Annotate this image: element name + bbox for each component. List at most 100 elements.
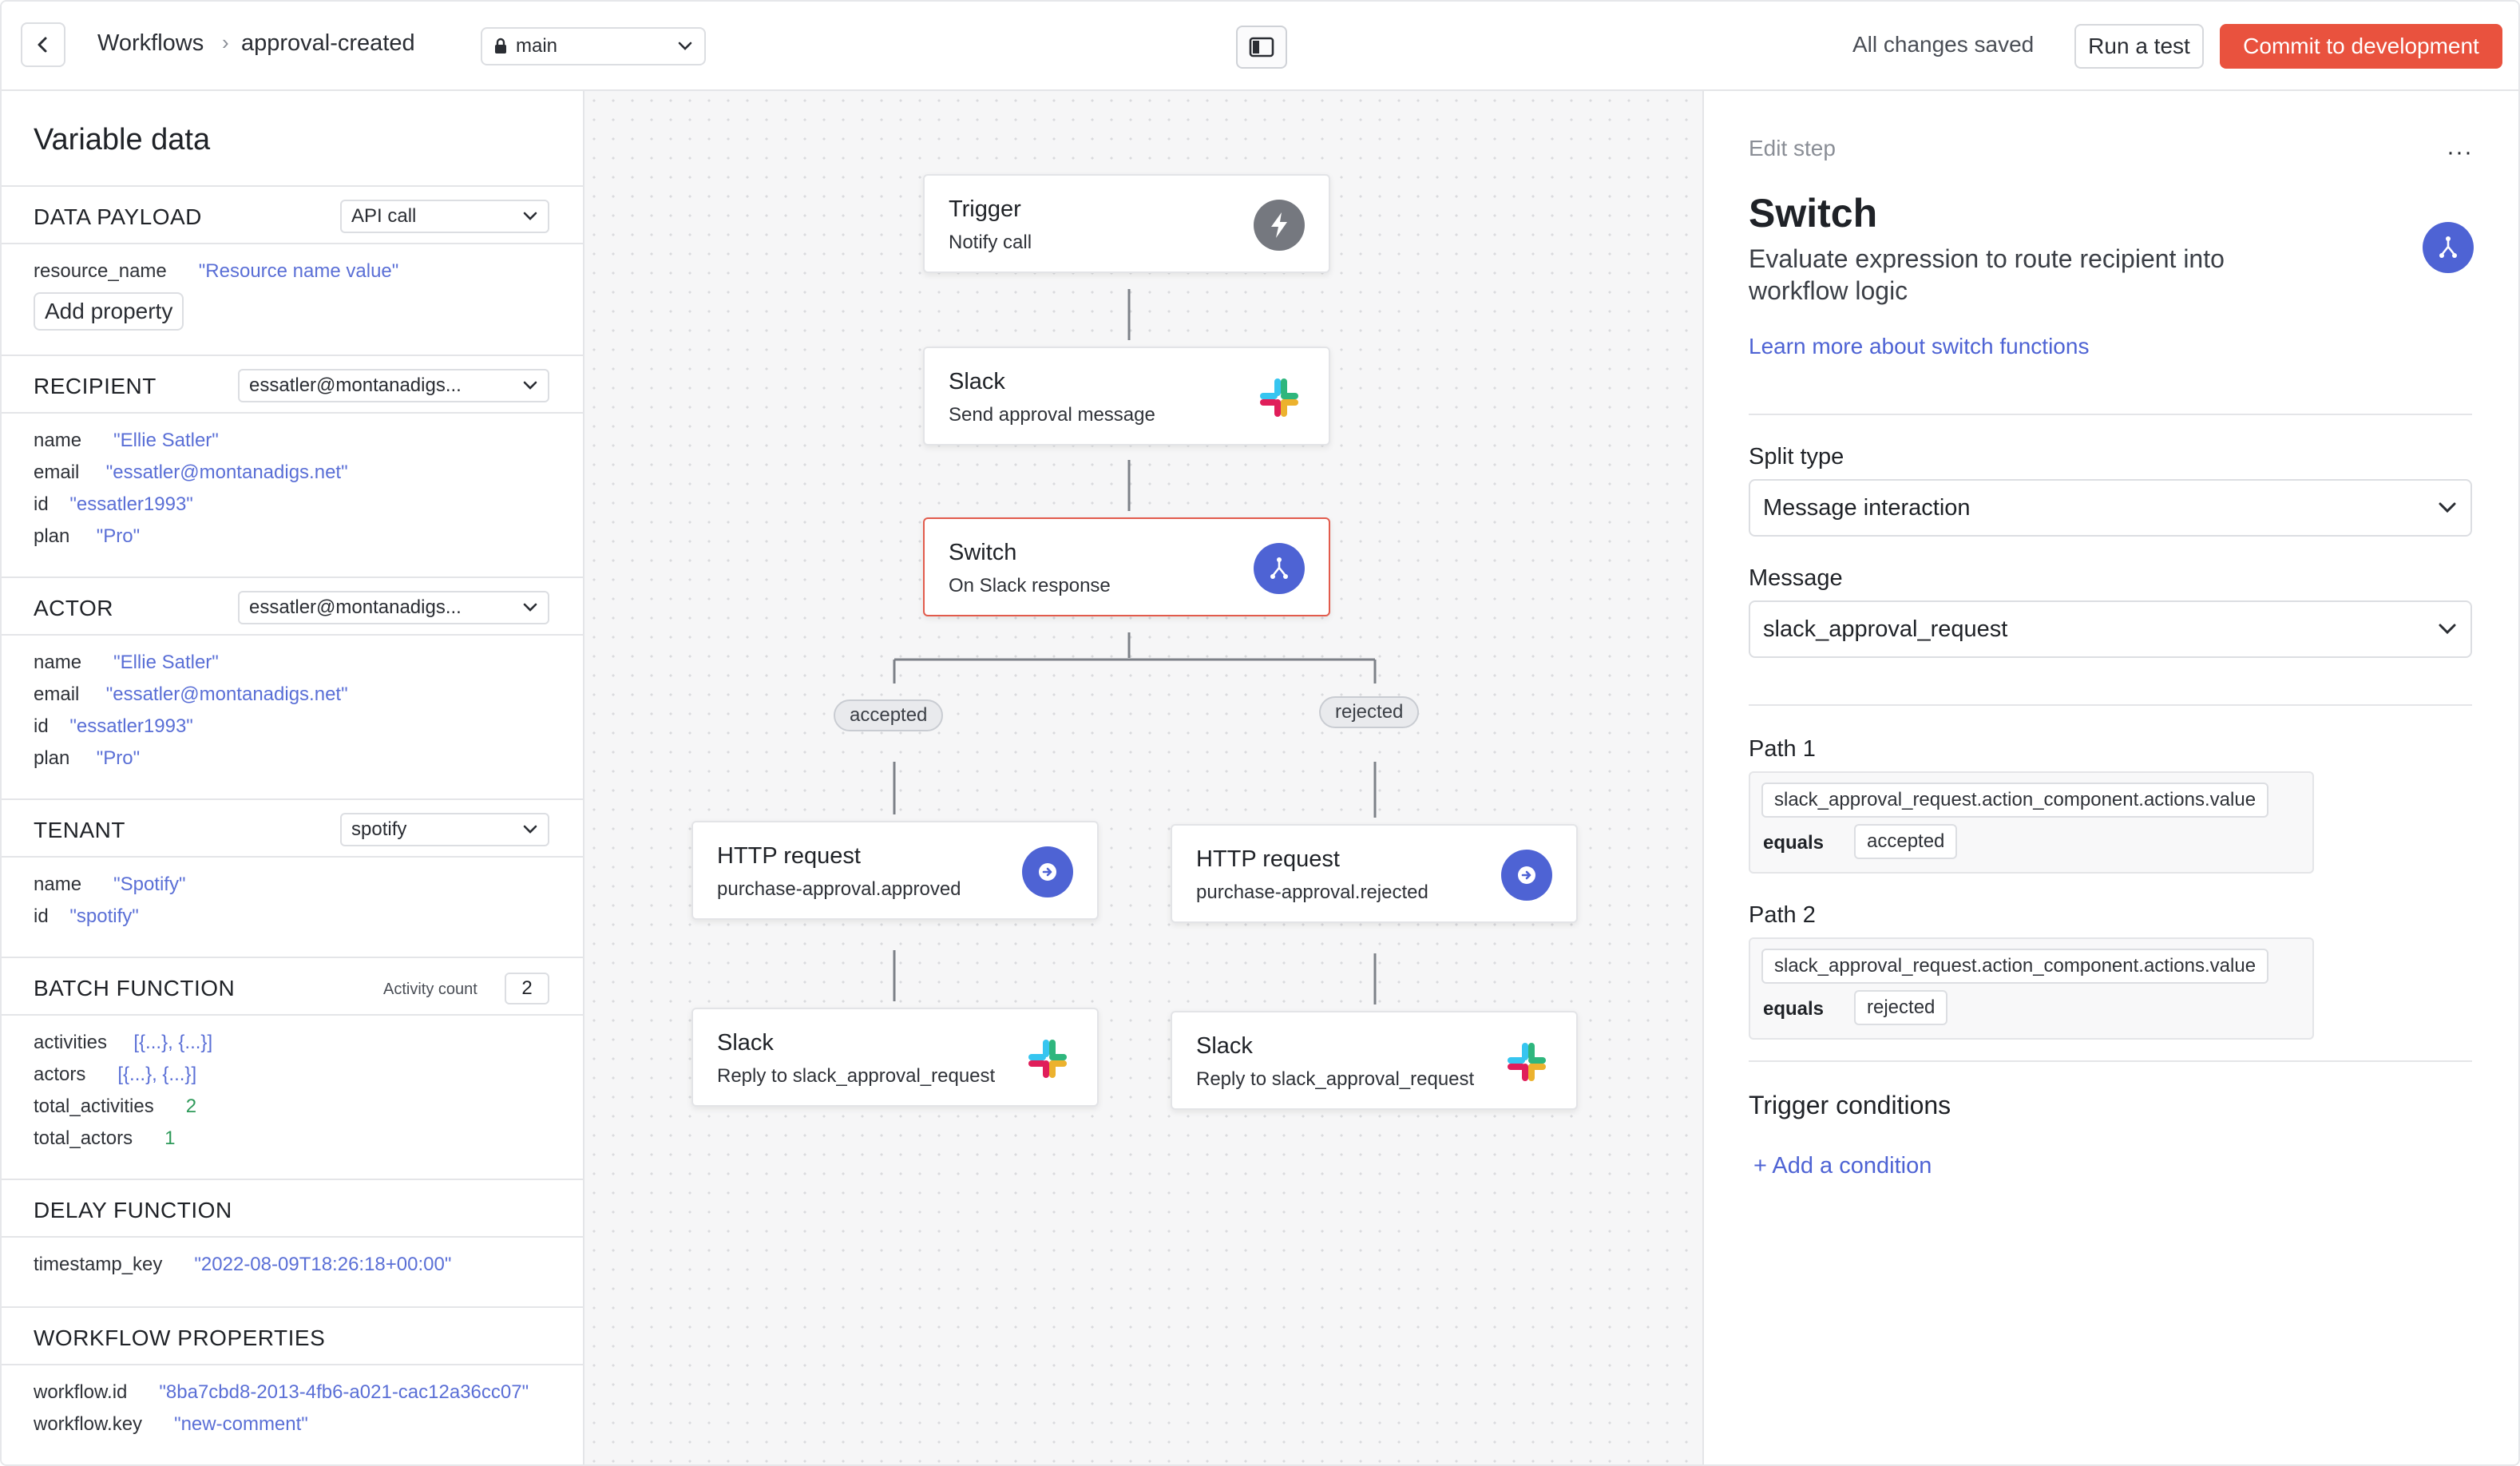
node-title: Switch xyxy=(949,540,1017,565)
chevron-down-icon xyxy=(2439,502,2456,513)
data-row: workflow.key "new-comment" xyxy=(34,1413,308,1435)
path-value[interactable]: rejected xyxy=(1854,990,1948,1025)
trigger-conditions-title: Trigger conditions xyxy=(1749,1091,1951,1119)
actor-header: ACTOR essatler@montanadigs... xyxy=(2,576,583,636)
data-row: plan "Pro" xyxy=(34,525,141,547)
select-value: Message interaction xyxy=(1763,494,1971,521)
add-property-button[interactable]: Add property xyxy=(34,292,184,331)
select-value: API call xyxy=(351,205,417,227)
save-status: All changes saved xyxy=(1852,32,2035,57)
chevron-down-icon xyxy=(2439,624,2456,635)
node-subtitle: Reply to slack_approval_request xyxy=(717,1065,996,1087)
activity-count-input[interactable]: 2 xyxy=(505,973,549,1004)
node-switch[interactable]: Switch On Slack response xyxy=(923,517,1330,616)
split-type-label: Split type xyxy=(1749,444,1844,470)
bolt-icon xyxy=(1254,200,1305,251)
data-row: email "essatler@montanadigs.net" xyxy=(34,462,348,483)
branch-icon xyxy=(2423,222,2474,273)
panel-eyebrow: Edit step xyxy=(1749,136,1836,160)
arrow-right-icon xyxy=(1501,850,1552,901)
chevron-down-icon xyxy=(523,381,537,390)
chevron-left-icon xyxy=(38,37,47,53)
chevron-down-icon xyxy=(523,603,537,612)
section-title: DATA PAYLOAD xyxy=(34,204,202,229)
recipient-select[interactable]: essatler@montanadigs... xyxy=(238,369,549,402)
workflow-properties-header: WORKFLOW PROPERTIES xyxy=(2,1306,583,1365)
divider xyxy=(1749,414,2472,415)
branch-label-accepted: accepted xyxy=(834,699,944,731)
delay-function-header: DELAY FUNCTION xyxy=(2,1179,583,1238)
data-payload-select[interactable]: API call xyxy=(340,200,549,233)
section-title: TENANT xyxy=(34,818,125,842)
path-2-label: Path 2 xyxy=(1749,902,1816,928)
data-row: plan "Pro" xyxy=(34,747,141,769)
node-slack-send[interactable]: Slack Send approval message xyxy=(923,347,1330,446)
message-select[interactable]: slack_approval_request xyxy=(1749,600,2472,658)
commit-button[interactable]: Commit to development xyxy=(2220,24,2502,69)
node-slack-reply-accepted[interactable]: Slack Reply to slack_approval_request xyxy=(691,1008,1099,1107)
path-value[interactable]: accepted xyxy=(1854,824,1958,859)
branch-icon xyxy=(1254,543,1305,594)
data-payload-header: DATA PAYLOAD API call xyxy=(2,185,583,244)
chevron-down-icon xyxy=(523,825,537,834)
back-button[interactable] xyxy=(21,22,65,67)
section-title: WORKFLOW PROPERTIES xyxy=(34,1325,326,1350)
node-subtitle: purchase-approval.approved xyxy=(717,878,961,900)
path-1-condition[interactable]: slack_approval_request.action_component.… xyxy=(1749,771,2314,874)
arrow-right-icon xyxy=(1022,846,1073,897)
select-value: slack_approval_request xyxy=(1763,616,2008,642)
toggle-sidebar-button[interactable] xyxy=(1236,26,1287,69)
path-operator: equals xyxy=(1763,998,1825,1020)
section-title: BATCH FUNCTION xyxy=(34,976,236,1000)
top-bar: Workflows › approval-created main All ch… xyxy=(2,2,2518,91)
node-http-approved[interactable]: HTTP request purchase-approval.approved xyxy=(691,821,1099,920)
node-trigger[interactable]: Trigger Notify call xyxy=(923,174,1330,273)
tenant-select[interactable]: spotify xyxy=(340,813,549,846)
lock-icon xyxy=(495,38,506,53)
section-title: RECIPIENT xyxy=(34,374,157,398)
node-subtitle: Send approval message xyxy=(949,404,1155,426)
node-slack-reply-rejected[interactable]: Slack Reply to slack_approval_request xyxy=(1171,1011,1578,1110)
node-subtitle: Reply to slack_approval_request xyxy=(1196,1068,1475,1090)
activity-count-label: Activity count xyxy=(383,981,477,998)
path-expression[interactable]: slack_approval_request.action_component.… xyxy=(1761,783,2269,818)
section-title: ACTOR xyxy=(34,596,113,620)
breadcrumb-separator: › xyxy=(222,30,229,54)
add-condition-button[interactable]: + Add a condition xyxy=(1753,1153,1932,1179)
node-title: Slack xyxy=(949,369,1005,394)
path-expression[interactable]: slack_approval_request.action_component.… xyxy=(1761,949,2269,984)
node-title: HTTP request xyxy=(717,843,861,869)
select-value: essatler@montanadigs... xyxy=(249,374,462,396)
node-http-rejected[interactable]: HTTP request purchase-approval.rejected xyxy=(1171,824,1578,923)
data-row: id "essatler1993" xyxy=(34,715,193,737)
batch-function-header: BATCH FUNCTION Activity count 2 xyxy=(2,957,583,1016)
section-title: DELAY FUNCTION xyxy=(34,1198,232,1222)
more-options-icon[interactable]: ··· xyxy=(2447,139,2473,165)
slack-icon xyxy=(1501,1036,1552,1088)
data-row: activities [{...}, {...}] xyxy=(34,1032,213,1053)
slack-icon xyxy=(1254,372,1305,423)
connector-lines xyxy=(893,289,1377,1004)
branch-label: main xyxy=(516,35,558,57)
run-test-button[interactable]: Run a test xyxy=(2074,24,2204,69)
learn-more-link[interactable]: Learn more about switch functions xyxy=(1749,334,2090,359)
data-row: total_activities 2 xyxy=(34,1096,197,1117)
node-title: Slack xyxy=(1196,1033,1253,1059)
path-operator: equals xyxy=(1763,832,1825,854)
data-row: actors [{...}, {...}] xyxy=(34,1064,197,1085)
data-row: workflow.id "8ba7cbd8-2013-4fb6-a021-cac… xyxy=(34,1381,529,1403)
panel-title: Variable data xyxy=(34,123,211,157)
path-2-condition[interactable]: slack_approval_request.action_component.… xyxy=(1749,937,2314,1040)
branch-select[interactable]: main xyxy=(481,27,706,65)
node-title: Slack xyxy=(717,1030,774,1056)
slack-icon xyxy=(1022,1033,1073,1084)
actor-select[interactable]: essatler@montanadigs... xyxy=(238,591,549,624)
variable-data-panel: Variable data DATA PAYLOAD API call reso… xyxy=(2,91,584,1464)
chevron-down-icon xyxy=(678,42,692,50)
step-title: Switch xyxy=(1749,191,1878,236)
workflow-canvas[interactable]: Trigger Notify call Slack Send approval … xyxy=(584,91,1702,1464)
split-type-select[interactable]: Message interaction xyxy=(1749,479,2472,537)
edit-step-panel: Edit step ··· Switch Evaluate expression… xyxy=(1702,91,2518,1464)
breadcrumb-workflows[interactable]: Workflows xyxy=(97,30,204,56)
node-subtitle: Notify call xyxy=(949,232,1032,253)
